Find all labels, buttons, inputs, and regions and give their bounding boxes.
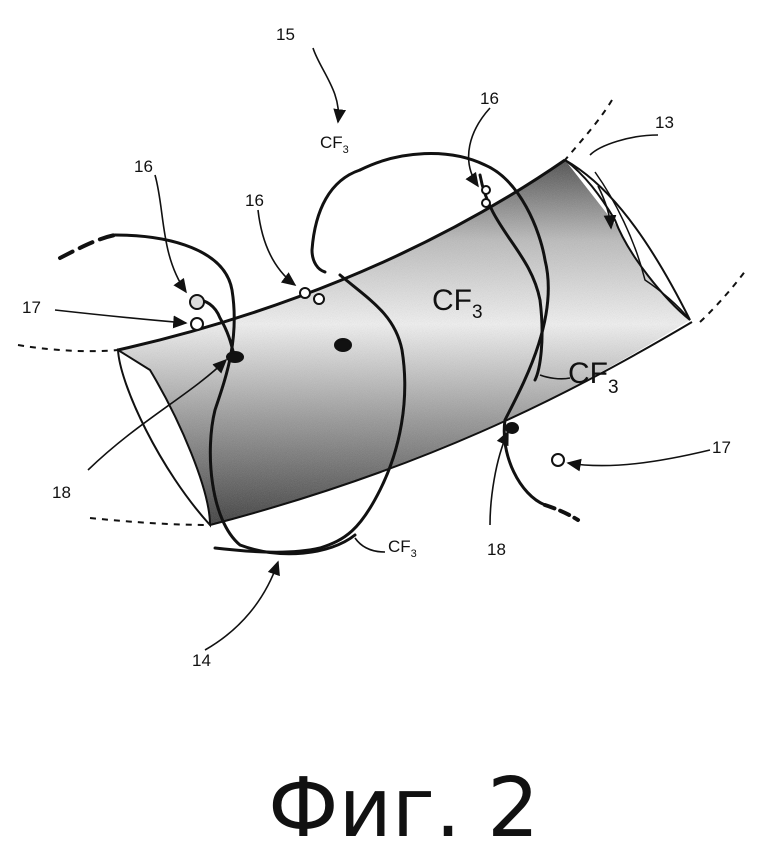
tube-body bbox=[118, 160, 692, 525]
label-16-top: 16 bbox=[480, 89, 499, 108]
cf3-label-top: CF3 bbox=[320, 133, 349, 156]
label-13: 13 bbox=[655, 113, 674, 132]
label-18-right: 18 bbox=[487, 540, 506, 559]
label-17-left: 17 bbox=[22, 298, 41, 317]
label-14: 14 bbox=[192, 651, 211, 670]
label-16-left: 16 bbox=[134, 157, 153, 176]
label-18-left: 18 bbox=[52, 483, 71, 502]
cf3-label-bottom: CF3 bbox=[388, 537, 417, 560]
figure-caption: Фиг. 2 bbox=[268, 761, 539, 856]
label-16-mid: 16 bbox=[245, 191, 264, 210]
label-17-right: 17 bbox=[712, 438, 731, 457]
label-15: 15 bbox=[276, 25, 295, 44]
